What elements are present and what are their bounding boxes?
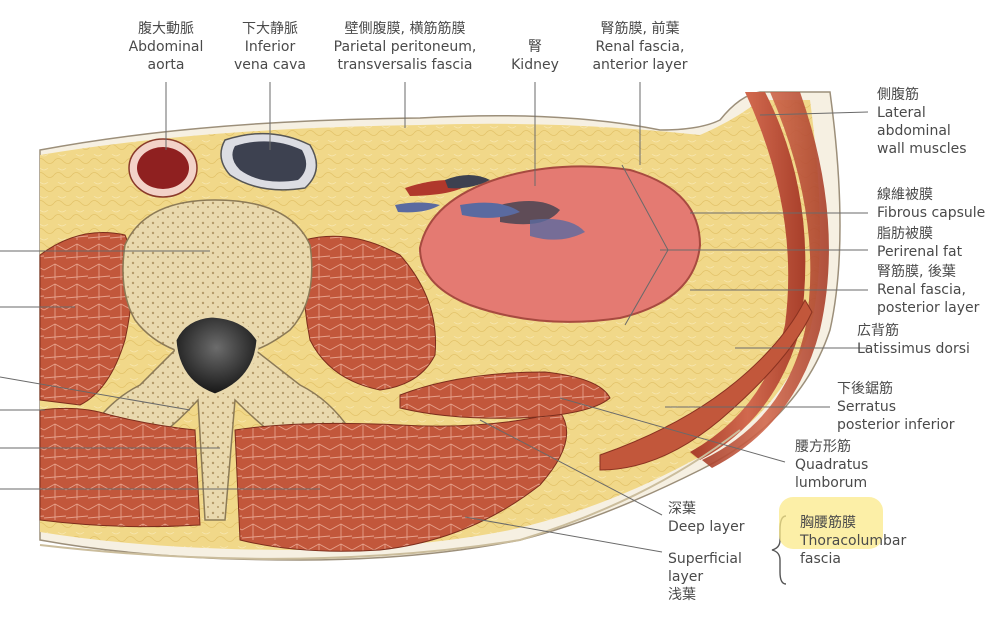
label-aorta: 腹大動脈 Abdominal aorta [110, 20, 222, 74]
label-jp: 壁側腹膜, 横筋筋膜 [344, 21, 466, 37]
erector-spinae-right [234, 411, 568, 552]
label-en: abdominal [877, 123, 951, 139]
label-en: Renal fascia, [595, 39, 685, 55]
label-en: Quadratus [795, 457, 869, 473]
quadratus-lumborum [399, 371, 611, 419]
label-jp: 腎筋膜, 前葉 [600, 21, 680, 37]
label-latissimus: 広背筋 Latissimus dorsi [857, 322, 970, 358]
label-jp: 下後鋸筋 [837, 381, 893, 397]
highlight-marker [779, 497, 883, 549]
label-en: posterior layer [877, 300, 980, 316]
label-thoracolumbar: 胸腰筋膜 Thoracolumbar fascia [800, 514, 906, 568]
label-jp: 腎 [528, 39, 542, 55]
label-en: fascia [800, 551, 841, 567]
label-en: wall muscles [877, 141, 967, 157]
label-jp: 側腹筋 [877, 87, 919, 103]
label-en: transversalis fascia [337, 57, 473, 73]
label-jp: 下大静脈 [242, 21, 298, 37]
label-jp: 胸腰筋膜 [800, 515, 856, 531]
label-renal-fascia-posterior: 腎筋膜, 後葉 Renal fascia, posterior layer [877, 263, 979, 317]
lateral-wall-muscles [690, 92, 806, 460]
label-jp: 腹大動脈 [138, 21, 194, 37]
label-en: Perirenal fat [877, 244, 963, 260]
psoas-muscle-right [302, 235, 437, 391]
renal-vein [445, 175, 490, 189]
label-superficial-layer: Superficial layer 浅葉 [668, 550, 742, 604]
label-serratus: 下後鋸筋 Serratus posterior inferior [837, 380, 955, 434]
label-en: Superficial [668, 551, 742, 567]
label-jp: 脂肪被膜 [877, 226, 933, 242]
label-jp: 線維被膜 [877, 187, 933, 203]
ivc-lumen [232, 141, 307, 182]
renal-vein [395, 202, 440, 213]
label-en: layer [668, 569, 704, 585]
label-jp: 腰方形筋 [795, 439, 851, 455]
label-en: anterior layer [592, 57, 688, 73]
label-quadratus: 腰方形筋 Quadratus lumborum [795, 438, 868, 492]
label-en: lumborum [795, 475, 868, 491]
erector-spinae-left [39, 407, 201, 528]
label-en: Parietal peritoneum, [333, 39, 477, 55]
label-perirenal-fat: 脂肪被膜 Perirenal fat [877, 225, 962, 261]
label-peritoneum: 壁側腹膜, 横筋筋膜 Parietal peritoneum, transver… [325, 20, 485, 74]
renal-vessel [530, 218, 585, 240]
label-deep-layer: 深葉 Deep layer [668, 500, 744, 536]
label-en: Inferior [244, 39, 296, 55]
label-en: aorta [147, 57, 185, 73]
label-en: Latissimus dorsi [857, 341, 970, 357]
label-en: Kidney [511, 57, 559, 73]
spinal-canal [173, 314, 260, 397]
label-kidney: 腎 Kidney [500, 38, 570, 74]
label-en: Lateral [877, 105, 926, 121]
label-en: vena cava [234, 57, 306, 73]
label-en: Deep layer [668, 519, 745, 535]
label-en: Thoracolumbar [800, 533, 907, 549]
label-en: Serratus [837, 399, 897, 415]
label-jp: 浅葉 [668, 587, 696, 603]
label-jp: 広背筋 [857, 323, 899, 339]
label-en: Abdominal [128, 39, 204, 55]
label-en: posterior inferior [837, 417, 955, 433]
label-lateral-wall: 側腹筋 Lateral abdominal wall muscles [877, 86, 967, 158]
leader-lines [0, 82, 869, 553]
superficial-fascia-line [39, 429, 741, 560]
label-ivc: 下大静脈 Inferior vena cava [220, 20, 320, 74]
label-fibrous-capsule: 線維被膜 Fibrous capsule [877, 186, 985, 222]
label-en: Fibrous capsule [877, 205, 986, 221]
renal-vein [460, 202, 520, 218]
label-jp: 腎筋膜, 後葉 [877, 264, 956, 280]
lateral-wall-muscles-outer [702, 92, 829, 468]
label-renal-fascia-anterior: 腎筋膜, 前葉 Renal fascia, anterior layer [585, 20, 695, 74]
latissimus-dorsi [599, 298, 813, 471]
aorta-lumen [137, 147, 189, 189]
label-en: Renal fascia, [877, 282, 966, 298]
renal-vessel [500, 201, 560, 225]
label-jp: 深葉 [668, 501, 696, 517]
